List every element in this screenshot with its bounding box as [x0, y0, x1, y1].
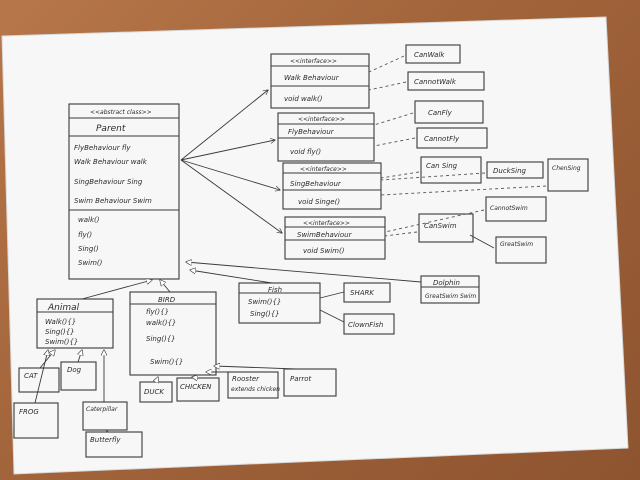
interface-walk: <<interface>> Walk Behaviour void walk()	[270, 53, 370, 109]
impl-ducksing: DuckSing	[486, 161, 544, 179]
fish-class: Fish Swim(){} Sing(){}	[238, 282, 321, 324]
interface-name: SingBehaviour	[290, 180, 342, 188]
svg-text:Animal: Animal	[47, 303, 80, 313]
butterfly-class: Butterfly	[85, 431, 143, 458]
bird-class: BIRD fly(){} walk(){} Sing(){} Swim(){}	[129, 291, 217, 376]
svg-text:fly(){}: fly(){}	[146, 308, 169, 316]
parent-method: walk()	[78, 216, 100, 224]
interface-method: void Swim()	[303, 247, 345, 255]
svg-text:CannotSwim: CannotSwim	[490, 205, 528, 212]
svg-text:CannotFly: CannotFly	[424, 135, 460, 143]
parent-method: fly()	[78, 231, 92, 239]
clownfish-class: ClownFish	[343, 313, 395, 335]
impl-cannotwalk: CannotWalk	[407, 71, 485, 91]
interface-stereotype: <<interface>>	[303, 220, 350, 227]
svg-text:GreatSwim: GreatSwim	[500, 241, 533, 248]
dog-class: Dog	[60, 361, 97, 391]
parent-class: <<abstract class>> Parent FlyBehaviour f…	[68, 103, 180, 280]
svg-text:Caterpillar: Caterpillar	[86, 406, 118, 413]
parent-attr: Swim Behaviour Swim	[74, 197, 152, 205]
interface-stereotype: <<interface>>	[298, 116, 345, 123]
interface-name: Walk Behaviour	[284, 74, 340, 82]
parent-method: Sing()	[78, 245, 99, 253]
svg-text:Walk(){}: Walk(){}	[45, 318, 76, 326]
caterpillar-class: Caterpillar	[82, 401, 128, 431]
svg-text:Sing(){}: Sing(){}	[45, 328, 75, 336]
svg-text:CAT: CAT	[24, 372, 38, 380]
impl-cansing: Can Sing	[420, 156, 482, 184]
impl-cannotswim: CannotSwim	[485, 196, 547, 222]
interface-fly: <<interface>> FlyBehaviour void fly()	[277, 112, 375, 162]
interface-sing: <<interface>> SingBehaviour void Singe()	[282, 162, 382, 210]
animal-class: Animal Walk(){} Sing(){} Swim(){}	[36, 298, 114, 349]
svg-text:BIRD: BIRD	[158, 296, 176, 304]
svg-text:Dolphin: Dolphin	[433, 279, 460, 287]
svg-text:extends chicken: extends chicken	[231, 386, 280, 393]
interface-stereotype: <<interface>>	[290, 58, 337, 65]
svg-text:Swim(){}: Swim(){}	[45, 338, 78, 346]
svg-text:FROG: FROG	[19, 408, 39, 416]
svg-text:CanWalk: CanWalk	[414, 51, 445, 59]
svg-text:CanSwim: CanSwim	[424, 222, 457, 230]
rooster-class: Rooster extends chicken	[227, 371, 280, 399]
svg-text:walk(){}: walk(){}	[146, 319, 176, 327]
interface-method: void Singe()	[298, 198, 340, 206]
cat-class: CAT	[18, 367, 60, 393]
svg-text:GreatSwim Swim: GreatSwim Swim	[425, 293, 476, 300]
parent-name: Parent	[96, 124, 126, 134]
svg-text:SHARK: SHARK	[350, 289, 375, 297]
parent-stereotype: <<abstract class>>	[90, 109, 152, 116]
shark-class: SHARK	[343, 282, 391, 303]
parent-attr: SingBehaviour Sing	[74, 178, 143, 186]
paper-sheet	[1, 16, 629, 475]
impl-greatswim: GreatSwim	[495, 236, 547, 264]
svg-text:Parrot: Parrot	[290, 375, 312, 383]
interface-name: SwimBehaviour	[297, 231, 353, 239]
svg-text:Sing(){}: Sing(){}	[250, 310, 280, 318]
svg-text:Butterfly: Butterfly	[90, 436, 121, 444]
impl-canwalk: CanWalk	[405, 44, 461, 64]
parrot-class: Parrot	[283, 368, 337, 397]
impl-canfly: CanFly	[414, 100, 484, 124]
impl-chensing: ChenSing	[547, 158, 589, 192]
interface-swim: <<interface>> SwimBehaviour void Swim()	[284, 216, 386, 260]
svg-text:Sing(){}: Sing(){}	[146, 335, 176, 343]
svg-text:CHICKEN: CHICKEN	[180, 383, 212, 391]
svg-text:Dog: Dog	[67, 366, 82, 374]
svg-text:Fish: Fish	[268, 286, 282, 294]
interface-method: void walk()	[284, 95, 323, 103]
parent-attr: FlyBehaviour fly	[74, 144, 131, 152]
parent-method: Swim()	[78, 259, 103, 267]
svg-text:Can Sing: Can Sing	[426, 162, 458, 170]
frog-class: FROG	[13, 402, 59, 439]
interface-method: void fly()	[290, 148, 321, 156]
impl-canswim: CanSwim	[418, 213, 474, 243]
svg-text:ClownFish: ClownFish	[348, 321, 383, 329]
svg-text:CanFly: CanFly	[428, 109, 453, 117]
svg-text:Rooster: Rooster	[232, 375, 260, 383]
svg-text:CannotWalk: CannotWalk	[414, 78, 457, 86]
svg-text:Swim(){}: Swim(){}	[150, 358, 183, 366]
svg-text:Swim(){}: Swim(){}	[248, 298, 281, 306]
parent-attr: Walk Behaviour walk	[74, 158, 148, 166]
svg-text:DUCK: DUCK	[144, 388, 165, 396]
dolphin-class: Dolphin GreatSwim Swim	[420, 275, 480, 304]
interface-name: FlyBehaviour	[288, 128, 335, 136]
interface-stereotype: <<interface>>	[300, 166, 347, 173]
svg-text:DuckSing: DuckSing	[493, 167, 527, 175]
svg-text:ChenSing: ChenSing	[552, 165, 581, 172]
impl-cannotfly: CannotFly	[416, 127, 488, 149]
